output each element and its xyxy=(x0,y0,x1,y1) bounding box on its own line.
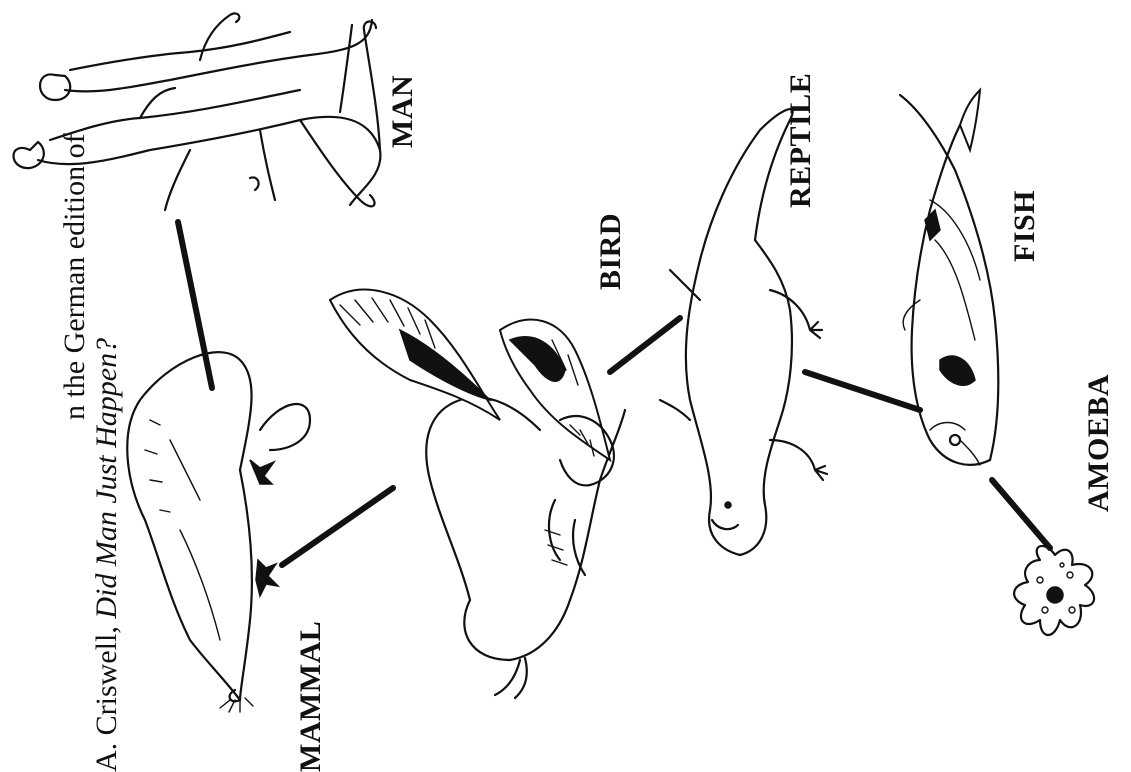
reptile-eye xyxy=(725,502,731,508)
amoeba-drawing xyxy=(1014,546,1094,635)
fish-eye xyxy=(950,435,960,445)
reptile-drawing xyxy=(660,109,827,555)
mammal-drawing xyxy=(127,352,310,712)
connector-fish-amoeba xyxy=(992,480,1050,548)
man-figures xyxy=(14,13,381,210)
connector-reptile-fish xyxy=(805,372,920,410)
connector-bird-reptile xyxy=(610,318,680,372)
connector-mammal-bird xyxy=(282,488,393,565)
bird-drawing xyxy=(330,290,625,698)
amoeba-nucleus xyxy=(1047,587,1063,603)
